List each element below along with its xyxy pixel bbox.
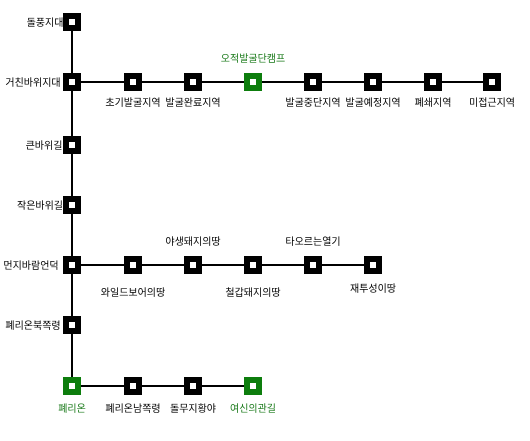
node-marker-center [130,383,136,389]
map-node-cheolgap[interactable] [244,256,262,274]
map-node-meonji[interactable] [63,256,81,274]
map-node-pyeri_bukjjok[interactable] [63,316,81,334]
map-node-jageunbawi[interactable] [63,196,81,214]
map-node-label-balgul_yewon[interactable]: 발굴예정지역 [345,97,400,109]
map-node-dolmuji[interactable] [184,377,202,395]
map-node-balgul_yewon[interactable] [364,73,382,91]
node-marker-center [69,79,75,85]
node-marker-center [130,262,136,268]
map-node-balgul_wanryo[interactable] [184,73,202,91]
map-node-taoreun[interactable] [304,256,322,274]
map-node-label-dolmuji[interactable]: 돌무지황야 [170,403,216,415]
map-node-label-keunbawi[interactable]: 큰바위길 [26,139,63,152]
map-connections [71,22,492,387]
node-marker-center [250,262,256,268]
map-node-label-pyeswae[interactable]: 폐쇄지역 [415,97,452,109]
map-node-label-jageunbawi[interactable]: 작은바위길 [17,199,63,212]
node-marker-center [190,262,196,268]
map-node-pyeri_namjjok[interactable] [124,377,142,395]
node-marker-center [250,79,256,85]
map-node-balgul_jungdan[interactable] [304,73,322,91]
map-node-label-balgul_jungdan[interactable]: 발굴중단지역 [285,97,340,109]
node-marker-center [69,202,75,208]
map-node-label-dolpung[interactable]: 돌풍지대 [27,17,64,29]
map-node-yasaeng[interactable] [184,256,202,274]
map-node-pyeswae[interactable] [424,73,442,91]
node-marker-center [370,79,376,85]
map-node-geochin[interactable] [63,73,81,91]
map-node-label-pyerion[interactable]: 폐리온 [58,403,86,415]
map-nodes [63,13,501,395]
map-node-label-meonji[interactable]: 먼지바람언덕 [3,259,58,272]
node-marker-center [489,79,495,85]
map-node-label-pyeri_namjjok[interactable]: 폐리온남쪽령 [105,403,160,415]
map-node-keunbawi[interactable] [63,136,81,154]
map-node-label-mijeopgeun[interactable]: 미접근지역 [469,97,515,109]
map-node-label-pyeri_bukjjok[interactable]: 폐리온북쪽령 [5,320,60,332]
map-node-label-cheolgap[interactable]: 철갑돼지의땅 [225,287,280,299]
node-marker-center [69,142,75,148]
map-node-label-taoreun[interactable]: 타오르는열기 [285,236,340,248]
map-node-yeosin[interactable] [244,377,262,395]
node-marker-center [190,79,196,85]
map-node-label-geochin[interactable]: 거친바위지대 [5,76,60,89]
map-node-label-yeosin[interactable]: 여신의관길 [230,402,276,415]
map-node-label-yasaeng[interactable]: 야생돼지의땅 [165,236,220,248]
node-marker-center [250,383,256,389]
map-node-wail[interactable] [124,256,142,274]
node-marker-center [69,19,75,25]
node-marker-center [130,79,136,85]
map-node-label-balgul_wanryo[interactable]: 발굴완료지역 [165,97,220,109]
map-node-dolpung[interactable] [63,13,81,31]
map-node-label-chogi[interactable]: 초기발굴지역 [105,97,160,109]
node-marker-center [69,262,75,268]
map-node-label-odd_camp[interactable]: 오적발굴단캠프 [221,53,285,65]
node-marker-center [69,383,75,389]
node-marker-center [310,79,316,85]
map-node-jaeteuseong[interactable] [364,256,382,274]
node-marker-center [190,383,196,389]
node-marker-center [370,262,376,268]
node-marker-center [310,262,316,268]
map-node-odd_camp[interactable] [244,73,262,91]
node-marker-center [430,79,436,85]
map-node-label-jaeteuseong[interactable]: 재투성이땅 [350,283,396,295]
map-node-mijeopgeun[interactable] [483,73,501,91]
node-marker-center [69,322,75,328]
map-node-pyerion[interactable] [63,377,81,395]
map-node-label-wail[interactable]: 와일드보어의땅 [101,287,165,299]
map-node-chogi[interactable] [124,73,142,91]
